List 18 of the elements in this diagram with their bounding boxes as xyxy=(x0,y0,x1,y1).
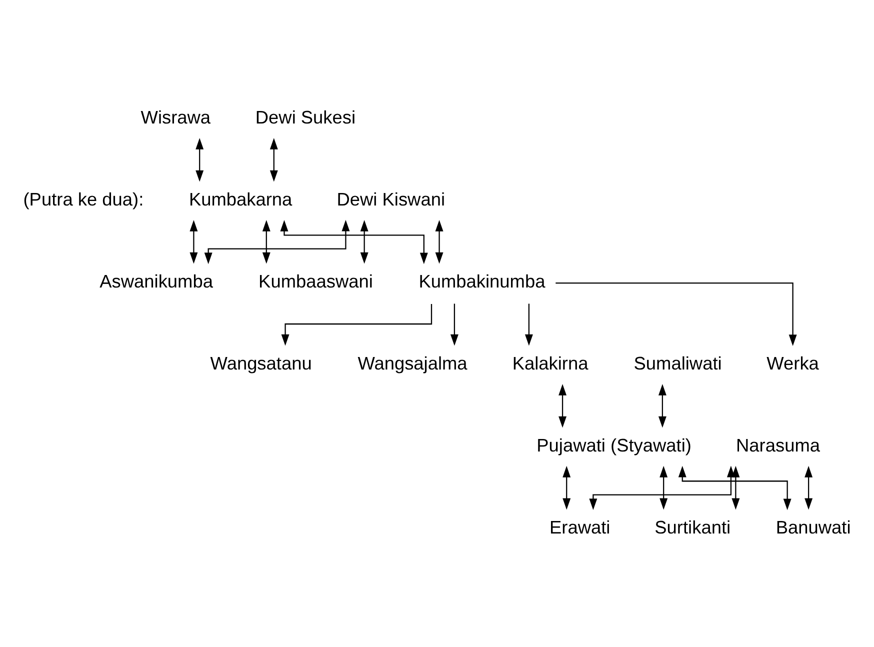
node-text: Kumbaaswani xyxy=(258,270,373,291)
node-text: Sumaliwati xyxy=(634,352,722,373)
node-text: Wisrawa xyxy=(140,106,211,127)
node-text: Narasuma xyxy=(736,434,820,455)
node-text: Kalakirna xyxy=(512,352,588,373)
node-text: Pujawati (Styawati) xyxy=(536,434,692,455)
node-text: Aswanikumba xyxy=(100,270,213,291)
node-text: Dewi Sukesi xyxy=(255,106,356,127)
node-text: Erawati xyxy=(550,516,610,537)
node-text: Kumbakarna xyxy=(188,188,292,209)
node-text: Kumbakinumba xyxy=(418,270,546,291)
node-label: (Putra ke dua): xyxy=(23,188,144,209)
node-text: Surtikanti xyxy=(654,516,731,537)
node-text: Banuwati xyxy=(776,516,851,537)
node-text: Werka xyxy=(766,352,819,373)
node-text: Dewi Kiswani xyxy=(336,188,446,209)
node-text: Wangsajalma xyxy=(358,352,468,373)
node-text: Wangsatanu xyxy=(210,352,312,373)
